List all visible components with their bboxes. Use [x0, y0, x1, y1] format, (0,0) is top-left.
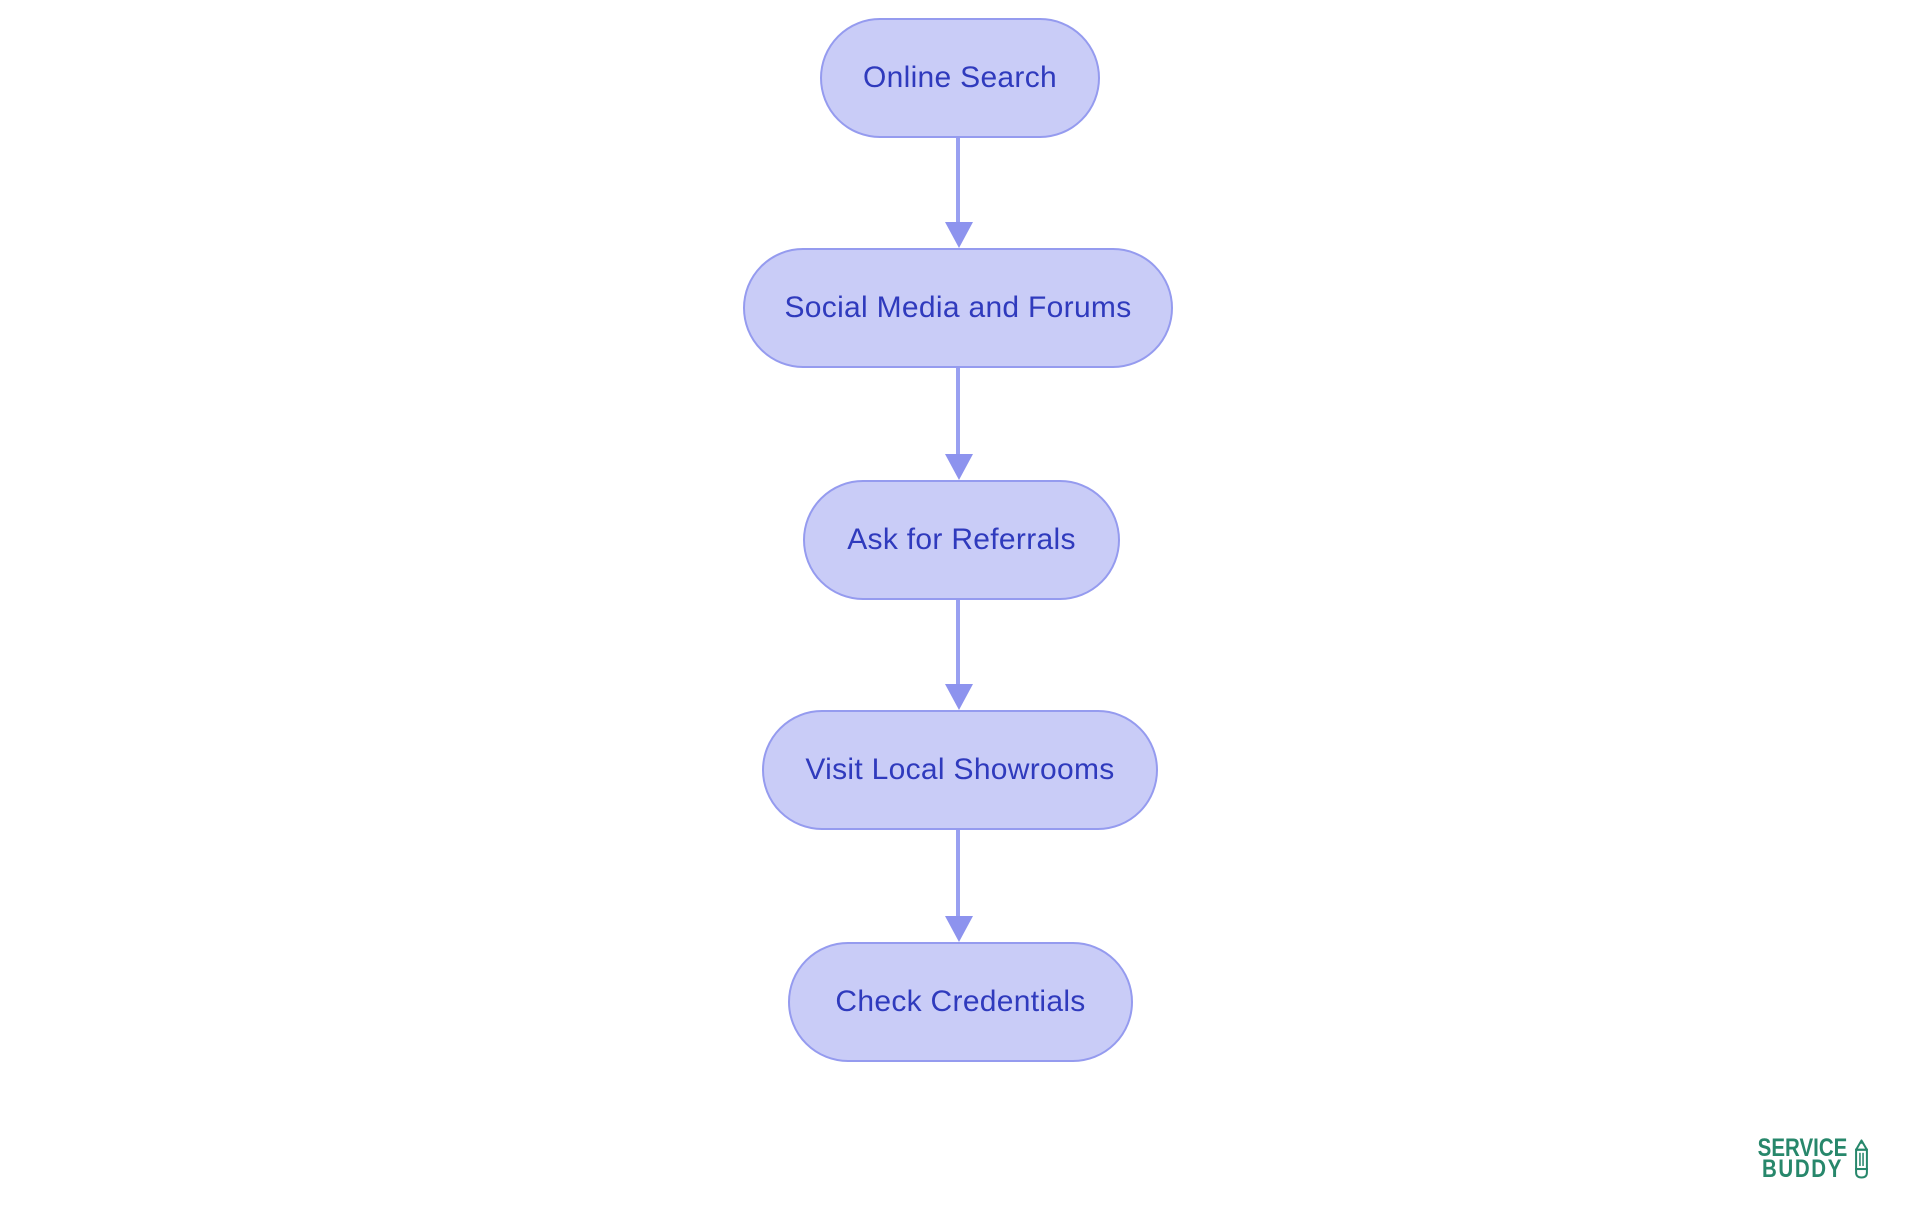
- flow-node-label: Visit Local Showrooms: [805, 753, 1115, 786]
- logo-line-1: SERVICE: [1757, 1134, 1847, 1162]
- logo-line-2: BUDDY: [1761, 1155, 1843, 1183]
- service-buddy-logo: SERVICE BUDDY: [1738, 1133, 1870, 1185]
- flow-node-ask-for-referrals: Ask for Referrals: [803, 480, 1120, 600]
- pencil-icon: [1855, 1139, 1868, 1179]
- flow-arrowhead-icon: [945, 684, 973, 710]
- flow-arrow-line: [956, 368, 960, 454]
- flow-arrow-line: [956, 600, 960, 684]
- flow-arrowhead-icon: [945, 916, 973, 942]
- flow-arrow-line: [956, 830, 960, 916]
- logo-wordmark: SERVICE BUDDY: [1757, 1134, 1847, 1183]
- flow-node-label: Social Media and Forums: [784, 291, 1132, 324]
- flow-node-online-search: Online Search: [820, 18, 1100, 138]
- flow-node-label: Online Search: [862, 61, 1057, 94]
- flow-node-label: Ask for Referrals: [847, 523, 1076, 556]
- flow-arrowhead-icon: [945, 454, 973, 480]
- flow-node-check-credentials: Check Credentials: [788, 942, 1133, 1062]
- flow-node-visit-local-showrooms: Visit Local Showrooms: [762, 710, 1158, 830]
- flow-node-social-media-and-forums: Social Media and Forums: [743, 248, 1173, 368]
- flow-arrow-line: [956, 138, 960, 222]
- flow-arrowhead-icon: [945, 222, 973, 248]
- flow-node-label: Check Credentials: [835, 985, 1086, 1018]
